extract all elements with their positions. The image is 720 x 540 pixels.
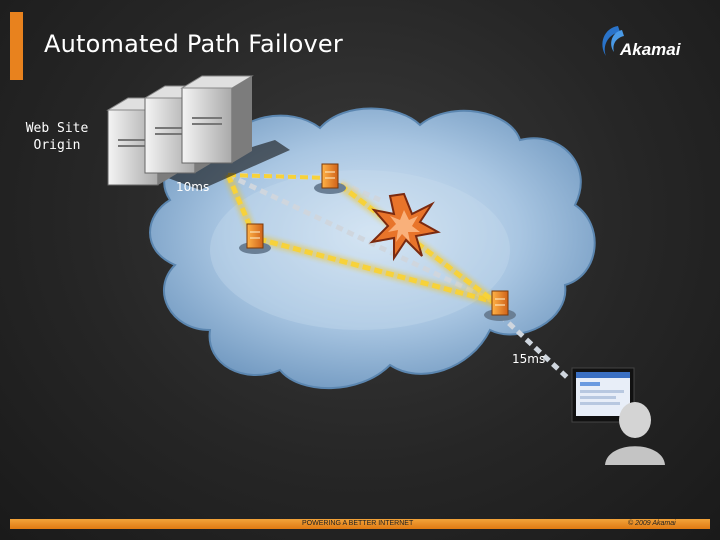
footer-tagline: POWERING A BETTER INTERNET (302, 520, 414, 527)
footer-copyright: © 2009 Akamai (628, 520, 676, 527)
monitor-icon (571, 367, 635, 423)
origin-label-line2: Origin (33, 138, 81, 153)
title-accent-bar (10, 12, 23, 80)
failure-burst-icon (369, 192, 441, 262)
slide-title: Automated Path Failover (44, 30, 343, 58)
footer-bar (10, 519, 710, 529)
user-silhouette-icon (605, 402, 665, 465)
origin-label: Web Site Origin (14, 120, 100, 154)
edge-server-icon (239, 223, 271, 254)
latency-user-label: 15ms (512, 352, 546, 366)
origin-label-line1: Web Site (25, 121, 89, 136)
edge-server-icon (484, 290, 516, 321)
server-rack-icon (106, 75, 290, 190)
logo-wordmark: Akamai (620, 40, 681, 59)
akamai-logo (602, 26, 624, 56)
latency-origin-label: 10ms (176, 180, 210, 194)
edge-server-icon (314, 163, 346, 194)
